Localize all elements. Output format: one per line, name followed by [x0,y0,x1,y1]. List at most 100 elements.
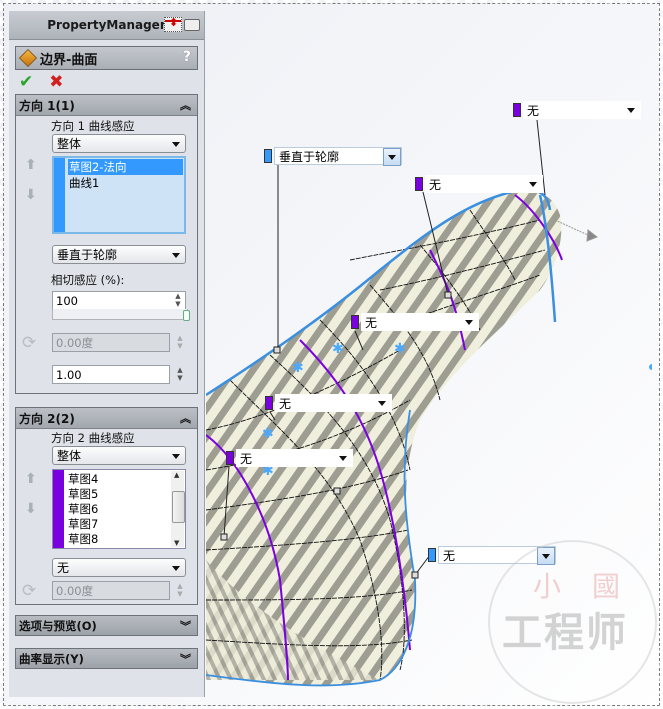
direction1-header-label: 方向 1(1) [19,98,75,113]
callout-value: 无 [279,396,292,411]
callout-combo[interactable]: 无 [438,546,556,565]
direction1-header[interactable]: 方向 1(1) ︽ [16,95,197,116]
direction1-length-input[interactable]: 1.00 [52,365,170,384]
list-item[interactable]: 草图6 [68,502,99,516]
dropdown-arrow-icon [529,182,537,187]
direction1-curve-influence-select[interactable]: 整体 [52,134,186,153]
split-panel-icon[interactable] [164,16,182,32]
expand-chevron-icon[interactable]: ︾ [180,620,191,633]
tangent-influence-spinner[interactable]: ▲▼ [175,292,181,308]
rotate-icon: ⟳ [22,581,37,601]
stamp-edge-left [0,0,10,709]
collapse-chevron-icon[interactable]: ︽ [180,99,191,112]
property-manager-panel: PropertyManager 边界-曲面 ? ✔ ✖ 方向 1(1) ︽ 方向… [9,11,205,697]
collapse-chevron-icon[interactable]: ︽ [180,412,191,425]
tangent-influence-label: 相切感应 (%): [51,273,125,287]
list-item[interactable]: 草图4 [68,472,99,486]
direction2-angle-input: 0.00度 [52,581,170,600]
callout-combo[interactable]: 无 [361,313,479,331]
dropdown-arrow-icon [172,142,180,147]
direction2-tangent-type-select[interactable]: 无 [52,558,186,577]
callout-curve-2[interactable]: 无 [415,175,543,193]
options-preview-section[interactable]: 选项与预览(O) ︾ [15,615,198,636]
callout-value: 无 [240,451,253,466]
color-swatch [415,177,423,191]
stamp-edge-top [0,0,663,10]
input-value: 100 [56,293,78,308]
move-down-arrow-icon[interactable]: ⬇ [25,501,37,517]
options-preview-label: 选项与预览(O) [19,618,97,633]
dropdown-arrow-icon [172,253,180,258]
help-icon[interactable]: ? [182,49,191,65]
watermark-seal-left: 小 [533,570,562,603]
dropdown-arrow-icon [172,566,180,571]
select-value: 无 [57,561,70,575]
move-up-arrow-icon[interactable]: ⬆ [25,157,37,173]
dropdown-arrow-icon [627,108,635,113]
direction2-curves-list[interactable]: 草图4 草图5 草图6 草图7 草图8 ▲ ▼ [52,469,186,549]
move-up-arrow-icon[interactable]: ⬆ [25,471,37,487]
color-swatch [428,548,436,562]
callout-tangent-end[interactable]: 无 [428,546,556,565]
rotate-icon: ⟳ [22,333,37,353]
direction1-group: 方向 1(1) ︽ 方向 1 曲线感应 整体 ⬆ ⬇ 草图2-法向 曲线1 垂直… [15,94,198,394]
list-item[interactable]: 草图7 [68,517,99,531]
slider-thumb[interactable] [183,310,190,321]
curvature-display-section[interactable]: 曲率显示(Y) ︾ [15,648,198,669]
cancel-x-icon[interactable]: ✖ [49,72,64,92]
callout-curve-4[interactable]: 无 [265,394,392,412]
svg-text:✱: ✱ [262,426,274,442]
callout-curve-5[interactable]: 无 [226,449,353,467]
svg-text:✱: ✱ [292,360,304,376]
input-value: 0.00度 [56,335,94,350]
input-value: 1.00 [56,367,82,382]
callout-curve-3[interactable]: 无 [351,313,479,331]
property-manager-title: PropertyManager [47,18,166,32]
direction1-curves-list[interactable]: 草图2-法向 曲线1 [52,156,186,234]
list-item[interactable]: 曲线1 [69,176,100,190]
list-scrollbar[interactable]: ▲ ▼ [171,471,185,547]
direction1-angle-input: 0.00度 [52,333,170,352]
graphics-area[interactable]: ✱ ✱ ✱ ✱ ✱ 垂直于轮廓 无 [206,11,652,697]
ok-check-icon[interactable]: ✔ [19,72,34,92]
direction1-tangent-type-select[interactable]: 垂直于轮廓 [52,245,186,264]
svg-text:✱: ✱ [394,341,406,357]
svg-text:✱: ✱ [262,463,274,479]
list-item[interactable]: 草图8 [68,532,99,546]
callout-value: 无 [527,103,540,118]
list-item[interactable]: 草图2-法向 [68,159,183,175]
length-spinner[interactable]: ▲▼ [177,366,183,382]
callout-combo[interactable]: 垂直于轮廓 [274,147,402,166]
curvature-display-label: 曲率显示(Y) [19,651,84,666]
callout-combo[interactable]: 无 [425,175,543,193]
callout-value: 无 [443,548,456,563]
callout-combo[interactable]: 无 [275,394,392,412]
color-swatch [351,315,359,329]
callout-value: 无 [365,315,378,330]
tangent-influence-slider[interactable] [52,309,190,321]
direction2-group: 方向 2(2) ︽ 方向 2 曲线感应 整体 ⬆ ⬇ 草图4 草图5 草图6 草… [15,407,198,605]
select-value: 整体 [57,449,82,463]
direction2-color-bar [53,470,64,548]
feature-header: 边界-曲面 ? [15,46,198,70]
tangent-influence-input[interactable]: 100 [52,291,186,310]
expand-chevron-icon[interactable]: ︾ [180,653,191,666]
direction2-header[interactable]: 方向 2(2) ︽ [16,408,197,429]
direction1-color-bar [54,158,65,232]
callout-tangent-direction1[interactable]: 垂直于轮廓 [264,147,402,166]
callout-combo[interactable]: 无 [236,449,353,467]
callout-combo[interactable]: 无 [523,101,641,119]
callout-curve-1[interactable]: 无 [513,101,641,119]
list-item[interactable]: 草图5 [68,487,99,501]
direction2-curve-influence-label: 方向 2 曲线感应 [51,431,135,445]
dropdown-arrow-icon [172,454,180,459]
color-swatch [513,103,521,117]
stamp-edge-bottom [0,699,663,709]
direction2-curve-influence-select[interactable]: 整体 [52,446,186,465]
dropdown-button[interactable] [537,547,555,565]
scrollbar-thumb[interactable] [172,491,185,523]
pin-icon[interactable] [184,19,200,31]
dropdown-button[interactable] [383,148,401,166]
move-down-arrow-icon[interactable]: ⬇ [25,187,37,203]
dropdown-arrow-icon [378,401,386,406]
